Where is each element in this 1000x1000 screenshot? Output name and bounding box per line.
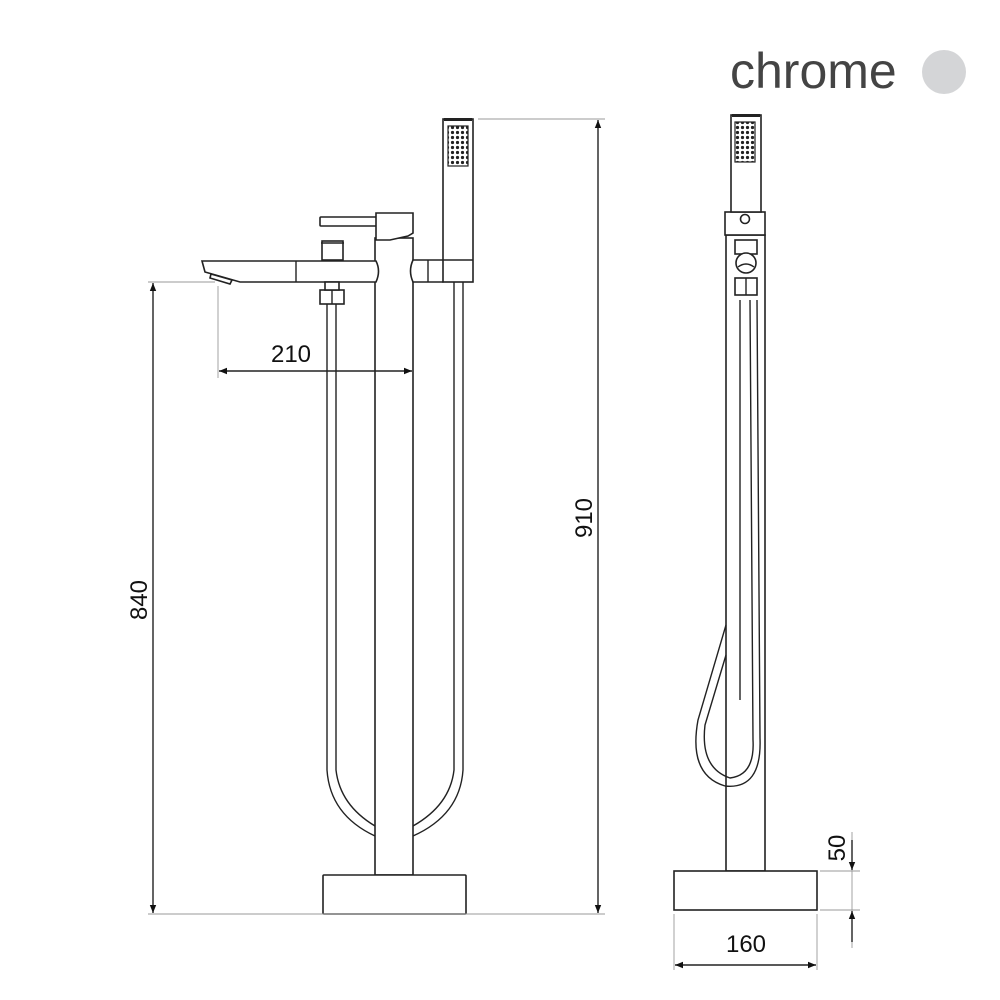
hose-right-outer <box>412 282 464 837</box>
front-dimensions: 840 910 210 <box>126 118 605 915</box>
column <box>374 237 414 876</box>
lever-handle <box>319 216 378 227</box>
dim-label-50: 50 <box>824 835 851 862</box>
connector-top <box>734 239 758 255</box>
finish-swatch <box>922 50 966 94</box>
dim-label-160: 160 <box>726 931 766 958</box>
hose-loop-inner <box>703 299 754 779</box>
finish-label: chrome <box>730 43 897 99</box>
side-dimensions: 50 160 <box>673 832 860 970</box>
diverter-knob <box>321 240 344 261</box>
base-side <box>673 870 818 911</box>
aerator <box>209 273 234 285</box>
hose-loop-outer <box>695 624 727 787</box>
front-view <box>200 118 474 915</box>
spray-face <box>447 125 469 167</box>
base <box>322 874 467 915</box>
dim-label-210: 210 <box>271 341 311 368</box>
dim-label-910: 910 <box>571 498 598 538</box>
lever-body <box>375 212 414 241</box>
hose-right-inner <box>412 282 455 827</box>
side-view <box>673 114 818 911</box>
spout <box>200 260 380 283</box>
hose-left-inner <box>335 303 376 827</box>
hose-left-outer <box>326 303 376 837</box>
dim-label-840: 840 <box>126 580 153 620</box>
swivel-ball <box>735 252 757 274</box>
spray-face-side <box>734 121 756 163</box>
